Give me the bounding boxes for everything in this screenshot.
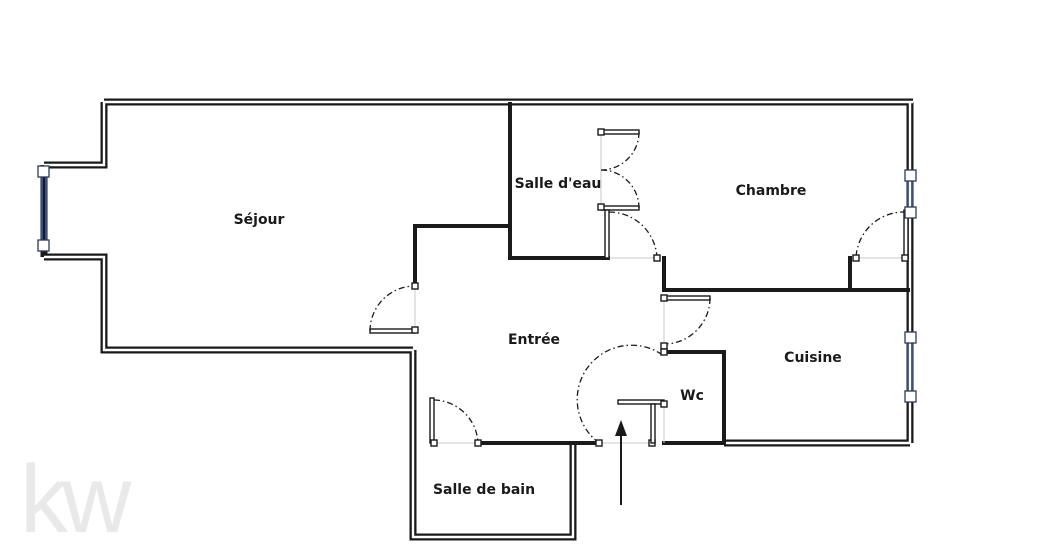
kw-watermark-logo: kw [20,446,132,553]
arrow-up-icon [615,420,627,505]
window-sejour [37,165,50,252]
room-label-salle-deau: Salle d'eau [515,176,602,192]
room-label-entree: Entrée [508,332,560,348]
door-chambre-entree [660,294,711,350]
door-chambre-right [852,209,909,262]
window-cuisine [904,331,917,403]
door-salle-deau-middle [597,169,640,211]
room-label-salle-de-bain: Salle de bain [433,482,535,498]
room-label-sejour: Séjour [234,212,285,228]
doors [369,128,909,447]
door-sejour-entree [369,282,419,334]
windows [37,165,917,403]
room-label-chambre: Chambre [736,183,807,199]
door-salle-deau-top [597,128,640,171]
room-label-wc: Wc [680,388,704,404]
room-label-cuisine: Cuisine [784,350,842,366]
interior-walls [413,102,910,445]
door-salle-deau-entree [604,209,661,262]
exterior-walls [40,98,914,541]
door-wc [650,348,668,444]
window-chambre [904,169,917,219]
door-salle-de-bain [429,397,482,447]
